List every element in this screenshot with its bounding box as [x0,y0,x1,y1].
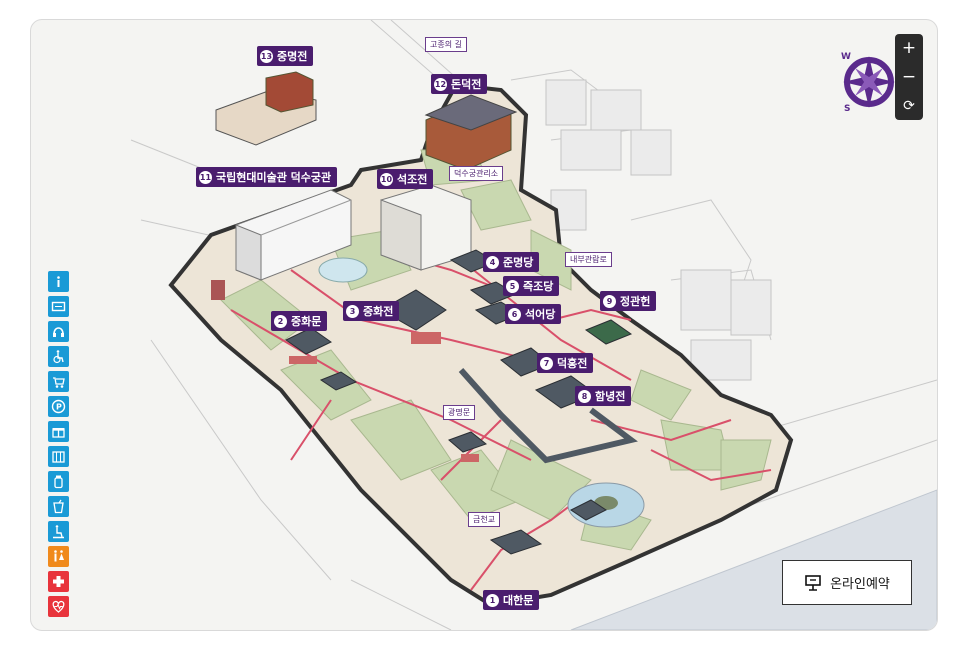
wheelchair-icon [53,350,64,364]
first-aid-icon [53,576,64,587]
compass-w: W [841,52,851,62]
compass-s: S [844,104,851,114]
ticket-icon [51,301,66,312]
legend-item-aed[interactable] [48,596,69,617]
drink-icon [53,499,64,514]
legend-item-restroom[interactable] [48,546,69,567]
tag-internal-road: 내부관람로 [565,252,612,267]
tag-gojong-road: 고종의 길 [425,37,467,52]
legend-item-water[interactable] [48,471,69,492]
zoom-controls: + − ⟳ [895,34,923,120]
parking-icon: P [51,399,66,414]
legend-item-first-aid[interactable] [48,571,69,592]
online-reservation-button[interactable]: 온라인예약 [782,560,912,605]
kiosk-icon [805,574,821,591]
legend-item-locker[interactable] [48,446,69,467]
tag-gwangmyeongmun: 광명문 [443,405,476,420]
zoom-out-button[interactable]: − [901,66,917,87]
facility-legend: P [48,271,69,617]
audio-guide-icon [53,327,64,337]
accessible-restroom-icon [53,525,64,539]
tag-management-office: 덕수궁관리소 [449,166,504,181]
info-icon [57,276,60,287]
compass-icon [843,56,895,108]
online-reservation-label: 온라인예약 [830,577,890,592]
palace-map[interactable] [31,20,937,630]
zoom-in-button[interactable]: + [901,38,917,59]
legend-item-accessible-restroom[interactable] [48,521,69,542]
reset-view-button[interactable]: ⟳ [903,97,915,114]
locker-icon [52,451,65,463]
stroller-icon [53,377,65,388]
legend-item-parking[interactable]: P [48,396,69,417]
legend-item-info[interactable] [48,271,69,292]
water-icon [54,475,63,489]
legend-item-wheelchair[interactable] [48,346,69,367]
gift-icon [52,428,65,438]
legend-item-gift[interactable] [48,421,69,442]
tag-geumcheongyo: 금천교 [468,512,501,527]
legend-item-audio-guide[interactable] [48,321,69,342]
legend-item-ticket[interactable] [48,296,69,317]
restroom-icon [54,550,64,562]
legend-item-drink[interactable] [48,496,69,517]
legend-item-stroller[interactable] [48,371,69,392]
svg-text:P: P [56,403,62,412]
aed-icon [52,600,65,613]
